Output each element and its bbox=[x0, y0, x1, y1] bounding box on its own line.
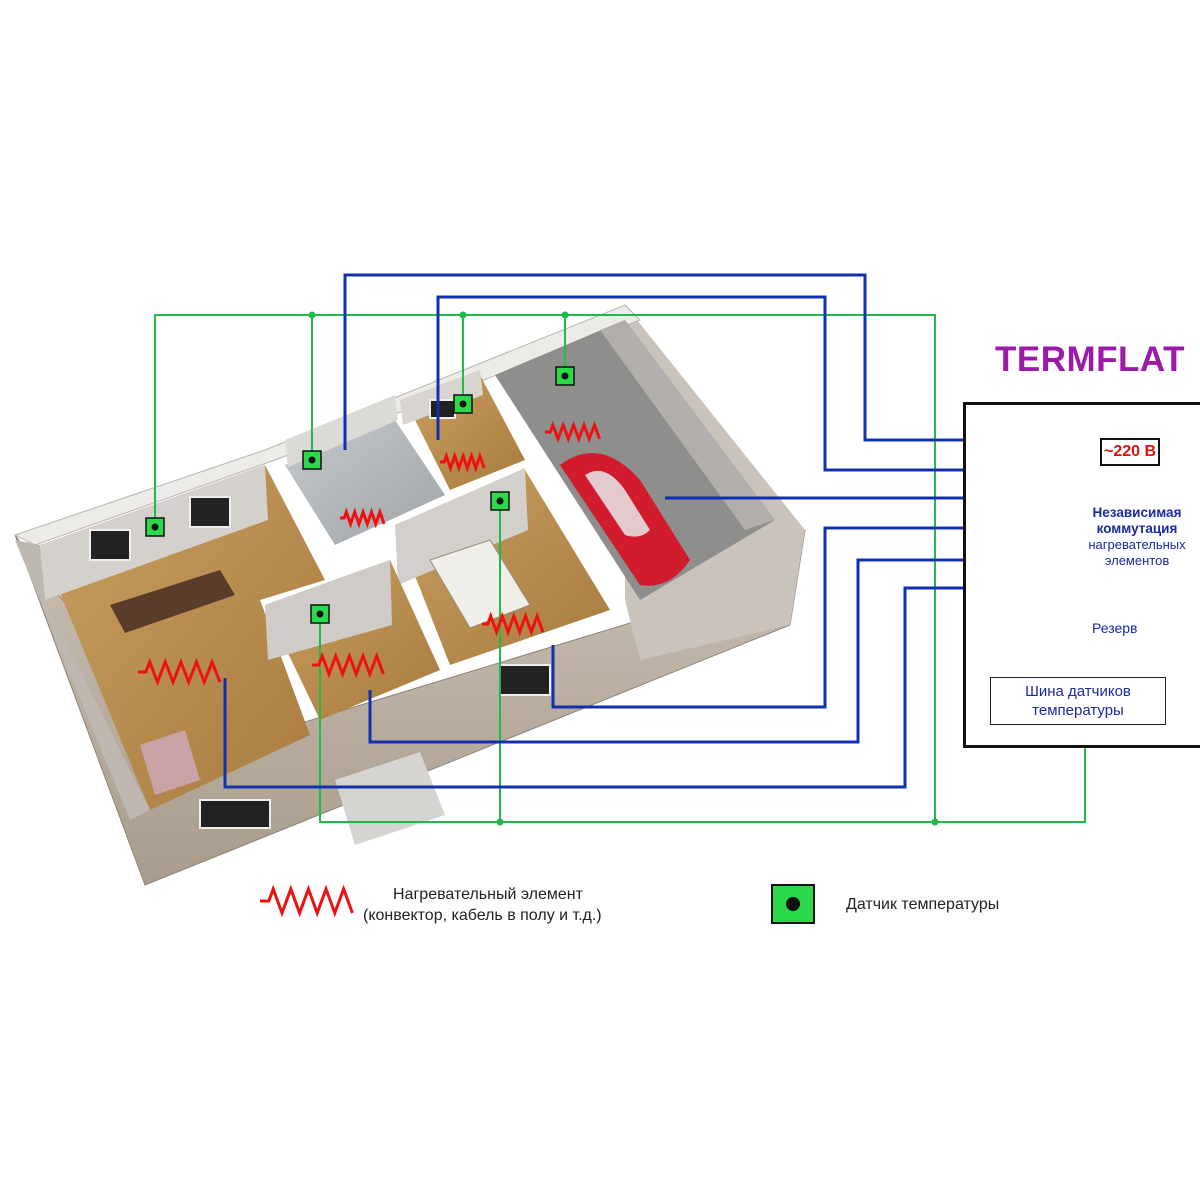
temperature-sensor-dot bbox=[152, 524, 159, 531]
temperature-sensor bbox=[303, 451, 321, 469]
sensor-wire-junction bbox=[497, 819, 504, 826]
brand-title: TERMFLAT bbox=[995, 340, 1185, 380]
independent-title-line1: Независимая bbox=[1072, 505, 1200, 521]
independent-sub-line1: нагревательных bbox=[1088, 537, 1185, 552]
sensor-bus-line2: температуры bbox=[1032, 702, 1124, 719]
legend-sensor-text: Датчик температуры bbox=[846, 894, 999, 915]
independent-switching-label: Независимая коммутация нагревательных эл… bbox=[1072, 505, 1200, 569]
house-floorplan bbox=[15, 305, 805, 885]
legend-heater-icon bbox=[260, 889, 352, 913]
sensor-wire-junction bbox=[460, 312, 467, 319]
temperature-sensor-dot bbox=[562, 373, 569, 380]
independent-title-line2: коммутация bbox=[1072, 521, 1200, 537]
temperature-sensor bbox=[556, 367, 574, 385]
temperature-sensor-dot bbox=[317, 611, 324, 618]
temperature-sensor bbox=[454, 395, 472, 413]
temperature-sensor bbox=[311, 605, 329, 623]
reserve-label: Резерв bbox=[1092, 620, 1137, 636]
temperature-sensor bbox=[491, 492, 509, 510]
legend-heater-line2: (конвектор, кабель в полу и т.д.) bbox=[363, 907, 602, 924]
temperature-sensor-dot bbox=[460, 401, 467, 408]
temperature-sensor-dot bbox=[309, 457, 316, 464]
temperature-sensor-dot bbox=[497, 498, 504, 505]
voltage-label: ~220 В bbox=[1100, 438, 1160, 466]
legend-heater-line1: Нагревательный элемент bbox=[393, 886, 583, 903]
legend-sensor-icon bbox=[772, 885, 814, 923]
temperature-sensor bbox=[146, 518, 164, 536]
sensor-wire-junction bbox=[562, 312, 569, 319]
sensor-bus-line1: Шина датчиков bbox=[1025, 683, 1131, 700]
sensor-bus-box: Шина датчиков температуры bbox=[990, 677, 1166, 725]
sensor-wire-junction bbox=[932, 819, 939, 826]
independent-sub-line2: элементов bbox=[1105, 553, 1169, 568]
legend-heater-text: Нагревательный элемент (конвектор, кабел… bbox=[393, 884, 602, 926]
sensor-wire-junction bbox=[309, 312, 316, 319]
